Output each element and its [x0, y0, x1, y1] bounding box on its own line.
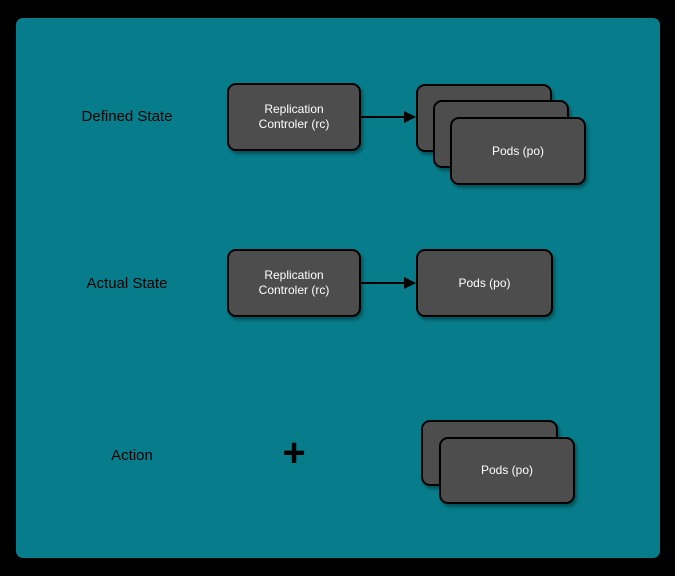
- connector-line-defined: [361, 116, 404, 118]
- node-text-line: Replication: [264, 268, 324, 282]
- connector-line-actual: [361, 282, 404, 284]
- node-text-line: Controler (rc): [258, 283, 330, 297]
- node-text-line: Pods (po): [458, 275, 511, 290]
- node-replication-controller-defined: Replication Controler (rc): [227, 83, 361, 151]
- plus-icon: +: [282, 431, 306, 475]
- node-pods-single: Pods (po): [416, 249, 553, 317]
- label-actual-state: Actual State: [86, 275, 168, 292]
- node-pods-stack-front: Pods (po): [450, 117, 586, 185]
- node-text-line: Controler (rc): [258, 117, 330, 131]
- diagram-canvas: Defined State Replication Controler (rc)…: [16, 18, 660, 558]
- node-text-line: Replication: [264, 102, 324, 116]
- arrow-right-icon: [404, 277, 416, 289]
- label-action: Action: [111, 447, 153, 464]
- node-pods-stack-front: Pods (po): [439, 437, 575, 504]
- node-replication-controller-actual: Replication Controler (rc): [227, 249, 361, 317]
- node-text-line: Pods (po): [491, 143, 545, 158]
- label-defined-state: Defined State: [81, 108, 173, 125]
- node-text-line: Pods (po): [480, 463, 534, 477]
- arrow-right-icon: [404, 111, 416, 123]
